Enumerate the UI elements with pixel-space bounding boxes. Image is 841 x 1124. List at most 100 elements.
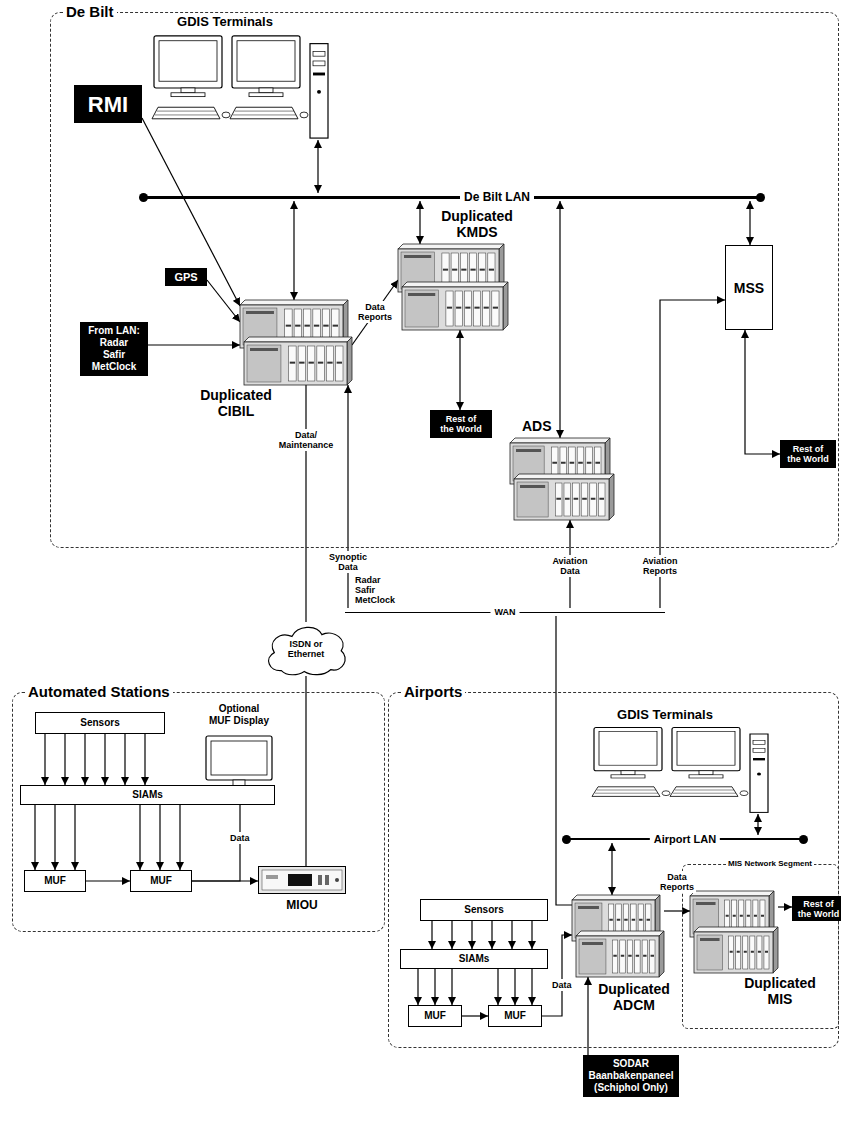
process-box: Sensors <box>35 712 165 734</box>
connector <box>542 935 572 1016</box>
server-node: Duplicated KMDS <box>398 244 508 330</box>
label-box: Rest of the World <box>430 410 492 438</box>
connector <box>778 906 792 907</box>
node-label: De Bilt LAN <box>460 190 534 204</box>
terminal-icon <box>590 726 770 814</box>
node-label: De Bilt <box>63 3 117 21</box>
network-bus: De Bilt LAN <box>143 193 761 201</box>
connector-group <box>140 805 180 870</box>
connector-line <box>34 805 35 870</box>
connector-line <box>139 805 140 870</box>
node-label: MUF <box>504 1010 526 1022</box>
process-box: SIAMs <box>400 949 548 969</box>
edge-label: Data Reports <box>658 871 696 893</box>
connector <box>207 280 240 322</box>
node-label: GDIS Terminals <box>150 14 300 29</box>
server-node: Duplicated MIS <box>690 891 778 973</box>
edge-label: Data/ Maintenance <box>277 429 335 451</box>
connector <box>559 201 560 438</box>
connector-line <box>491 921 492 949</box>
connector <box>664 910 690 911</box>
node-label: Sensors <box>80 717 119 729</box>
node-label: MIS Network Segment <box>726 859 814 869</box>
node-label: Duplicated ADCM <box>596 981 672 1013</box>
icon-holder <box>590 726 770 814</box>
process-box: MUF <box>130 870 192 892</box>
connector-group <box>45 734 145 785</box>
connector-line <box>84 734 85 785</box>
node-label: Rest of the World <box>786 444 831 464</box>
node-label: Rest of the World <box>796 899 841 919</box>
connector-line <box>179 805 180 870</box>
annotation: Radar Safir MetClock <box>354 574 398 606</box>
bus-line <box>143 196 761 199</box>
process-box: SIAMs <box>20 785 275 805</box>
connector <box>148 344 240 345</box>
network-cloud: ISDN or Ethernet <box>262 622 350 676</box>
node-label: Duplicated MIS <box>740 975 820 1007</box>
node-label: MUF <box>150 875 172 887</box>
region-box: De BiltGDIS TerminalsDe Bilt LANRMIGPSFr… <box>50 12 839 548</box>
server-icon <box>690 891 778 973</box>
terminal-node: GDIS Terminals <box>150 34 330 140</box>
node-label: MUF <box>44 875 66 887</box>
connector <box>749 201 750 245</box>
device-icon <box>258 866 346 894</box>
node-label: SIAMs <box>132 789 163 801</box>
process-box: MUF <box>488 1005 542 1027</box>
edge-label: Data <box>229 832 251 844</box>
icon-holder <box>150 34 330 140</box>
process-box: MUF <box>408 1005 462 1027</box>
connector <box>347 385 348 608</box>
edge-label: Aviation Reports <box>640 555 680 577</box>
connector-group <box>35 805 75 870</box>
node-label: MIOU <box>258 898 346 912</box>
process-box: MSS <box>725 245 773 330</box>
device-node: MIOU <box>258 866 346 894</box>
icon-holder <box>510 438 614 520</box>
connector-line <box>417 969 418 1005</box>
connector-line <box>64 734 65 785</box>
connector <box>757 814 758 835</box>
server-icon <box>510 438 614 520</box>
bus-end-dot <box>139 193 148 202</box>
connector <box>305 676 306 866</box>
connector-group <box>432 921 532 949</box>
connector <box>142 118 240 306</box>
node-label: MSS <box>734 280 764 296</box>
connector-line <box>124 734 125 785</box>
connector-line <box>531 969 532 1005</box>
icon-holder <box>258 866 346 894</box>
region-box: AirportsGDIS TerminalsAirport LANMIS Net… <box>388 692 839 1048</box>
connector-line <box>451 921 452 949</box>
node-label: Duplicated KMDS <box>438 208 516 240</box>
network-segment: MIS Network SegmentRest of the WorldDupl… <box>682 864 839 1029</box>
connector-group <box>498 969 532 1005</box>
connector <box>305 385 306 622</box>
connector-line <box>159 805 160 870</box>
connector-line <box>54 805 55 870</box>
bus-end-dot <box>562 835 571 844</box>
label-box: RMI <box>74 85 142 123</box>
label-box: GPS <box>165 268 207 286</box>
connector <box>459 330 460 410</box>
icon-holder <box>398 244 508 330</box>
node-label: RMI <box>88 92 128 117</box>
bus-end-dot <box>799 835 808 844</box>
node-label: MUF <box>424 1010 446 1022</box>
connector-line <box>497 969 498 1005</box>
node-label: Optional MUF Display <box>207 703 271 727</box>
server-node: Duplicated ADCM <box>572 895 664 977</box>
server-node: ADS <box>510 438 614 520</box>
process-box: MUF <box>24 870 86 892</box>
label-box: Rest of the World <box>792 896 841 921</box>
node-label: Airports <box>401 683 465 701</box>
icon-holder <box>690 891 778 973</box>
terminal-icon <box>150 34 330 140</box>
connector-line <box>451 969 452 1005</box>
node-label: GDIS Terminals <box>590 707 740 722</box>
label-box: From LAN: Radar Safir MetClock <box>80 322 148 376</box>
connector-group <box>418 969 452 1005</box>
label-box: Rest of the World <box>780 440 836 468</box>
